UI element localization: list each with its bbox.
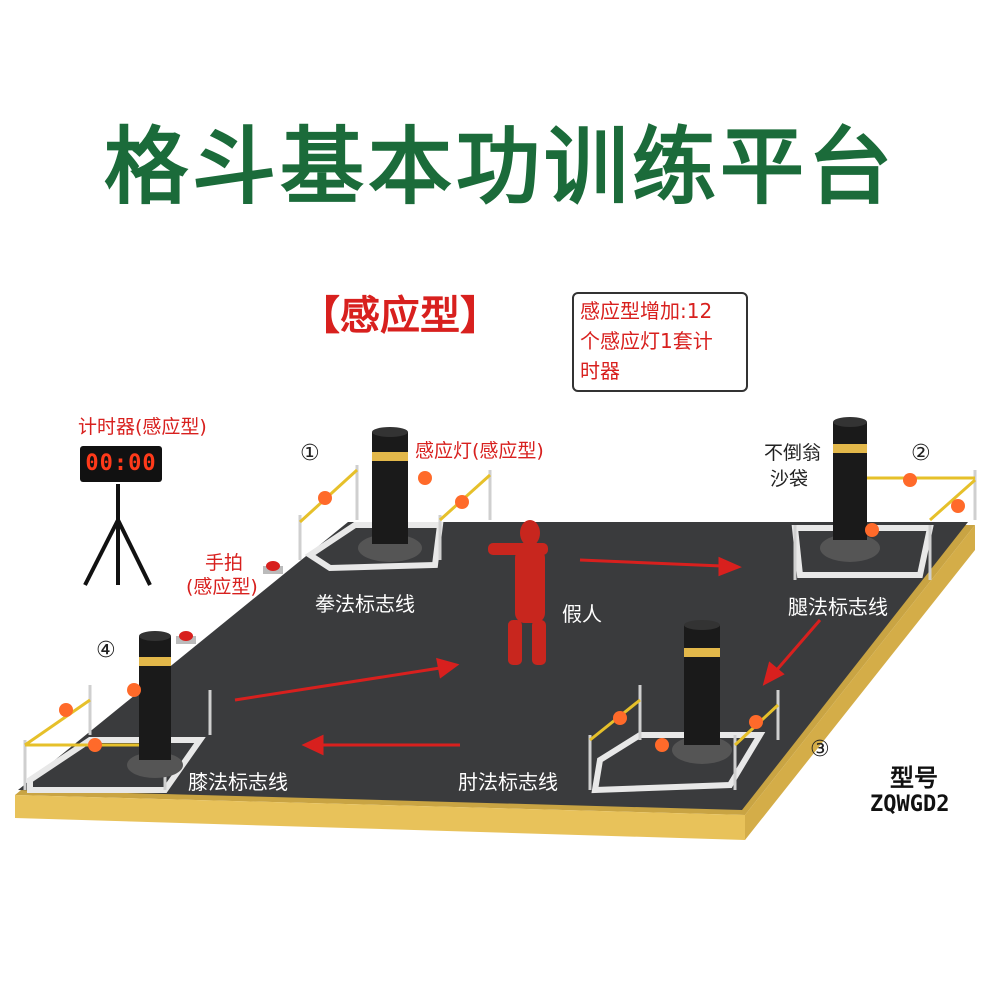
tumbler-label-2: 沙袋 bbox=[770, 468, 809, 490]
note-line-2: 个感应灯1套计 bbox=[580, 329, 713, 353]
model-label: 型号 bbox=[890, 764, 938, 792]
tumbler-bag-4 bbox=[127, 631, 183, 778]
timer-display: 00:00 bbox=[80, 446, 162, 482]
timer-label: 计时器(感应型) bbox=[78, 416, 207, 438]
hand-slap-label-2: (感应型) bbox=[186, 576, 258, 598]
punch-line-label: 拳法标志线 bbox=[315, 592, 415, 616]
tumbler-bag-1 bbox=[358, 427, 422, 562]
dummy-figure bbox=[488, 520, 548, 665]
tumbler-bag-3 bbox=[672, 620, 732, 764]
station-2-fence bbox=[793, 470, 977, 580]
kick-line-label: 腿法标志线 bbox=[788, 595, 888, 619]
dummy-label: 假人 bbox=[562, 602, 602, 626]
hand-slap-button-2 bbox=[176, 631, 196, 644]
platform-front-edge bbox=[15, 795, 745, 840]
note-line-3: 时器 bbox=[580, 359, 620, 383]
route-arrows bbox=[234, 556, 822, 756]
hand-slap-button bbox=[263, 561, 283, 574]
punch-station-frame bbox=[304, 522, 444, 572]
platform-right-edge bbox=[745, 525, 975, 840]
model-code: ZQWGD2 bbox=[870, 792, 950, 817]
sensor-light-label: 感应灯(感应型) bbox=[415, 440, 544, 462]
elbow-station-frame bbox=[591, 732, 766, 794]
tumbler-label-1: 不倒翁 bbox=[764, 442, 822, 464]
sensor-type-label: 【感应型】 bbox=[300, 293, 500, 339]
elbow-line-label: 肘法标志线 bbox=[458, 770, 558, 794]
kick-station-frame bbox=[791, 525, 934, 578]
tumbler-bag-2 bbox=[820, 417, 880, 562]
station-number-4: ④ bbox=[96, 638, 116, 663]
feature-note-box: 感应型增加:12 个感应灯1套计 时器 bbox=[572, 292, 748, 392]
knee-line-label: 膝法标志线 bbox=[188, 770, 288, 794]
sensor-lights bbox=[59, 471, 965, 752]
page-title: 格斗基本功训练平台 bbox=[103, 118, 896, 216]
note-line-1: 感应型增加:12 bbox=[580, 299, 713, 323]
station-number-2: ② bbox=[911, 441, 931, 466]
station-number-1: ① bbox=[300, 441, 320, 466]
timer-tripod bbox=[83, 484, 152, 586]
hand-slap-label-1: 手拍 bbox=[205, 552, 244, 574]
station-number-3: ③ bbox=[810, 737, 830, 762]
